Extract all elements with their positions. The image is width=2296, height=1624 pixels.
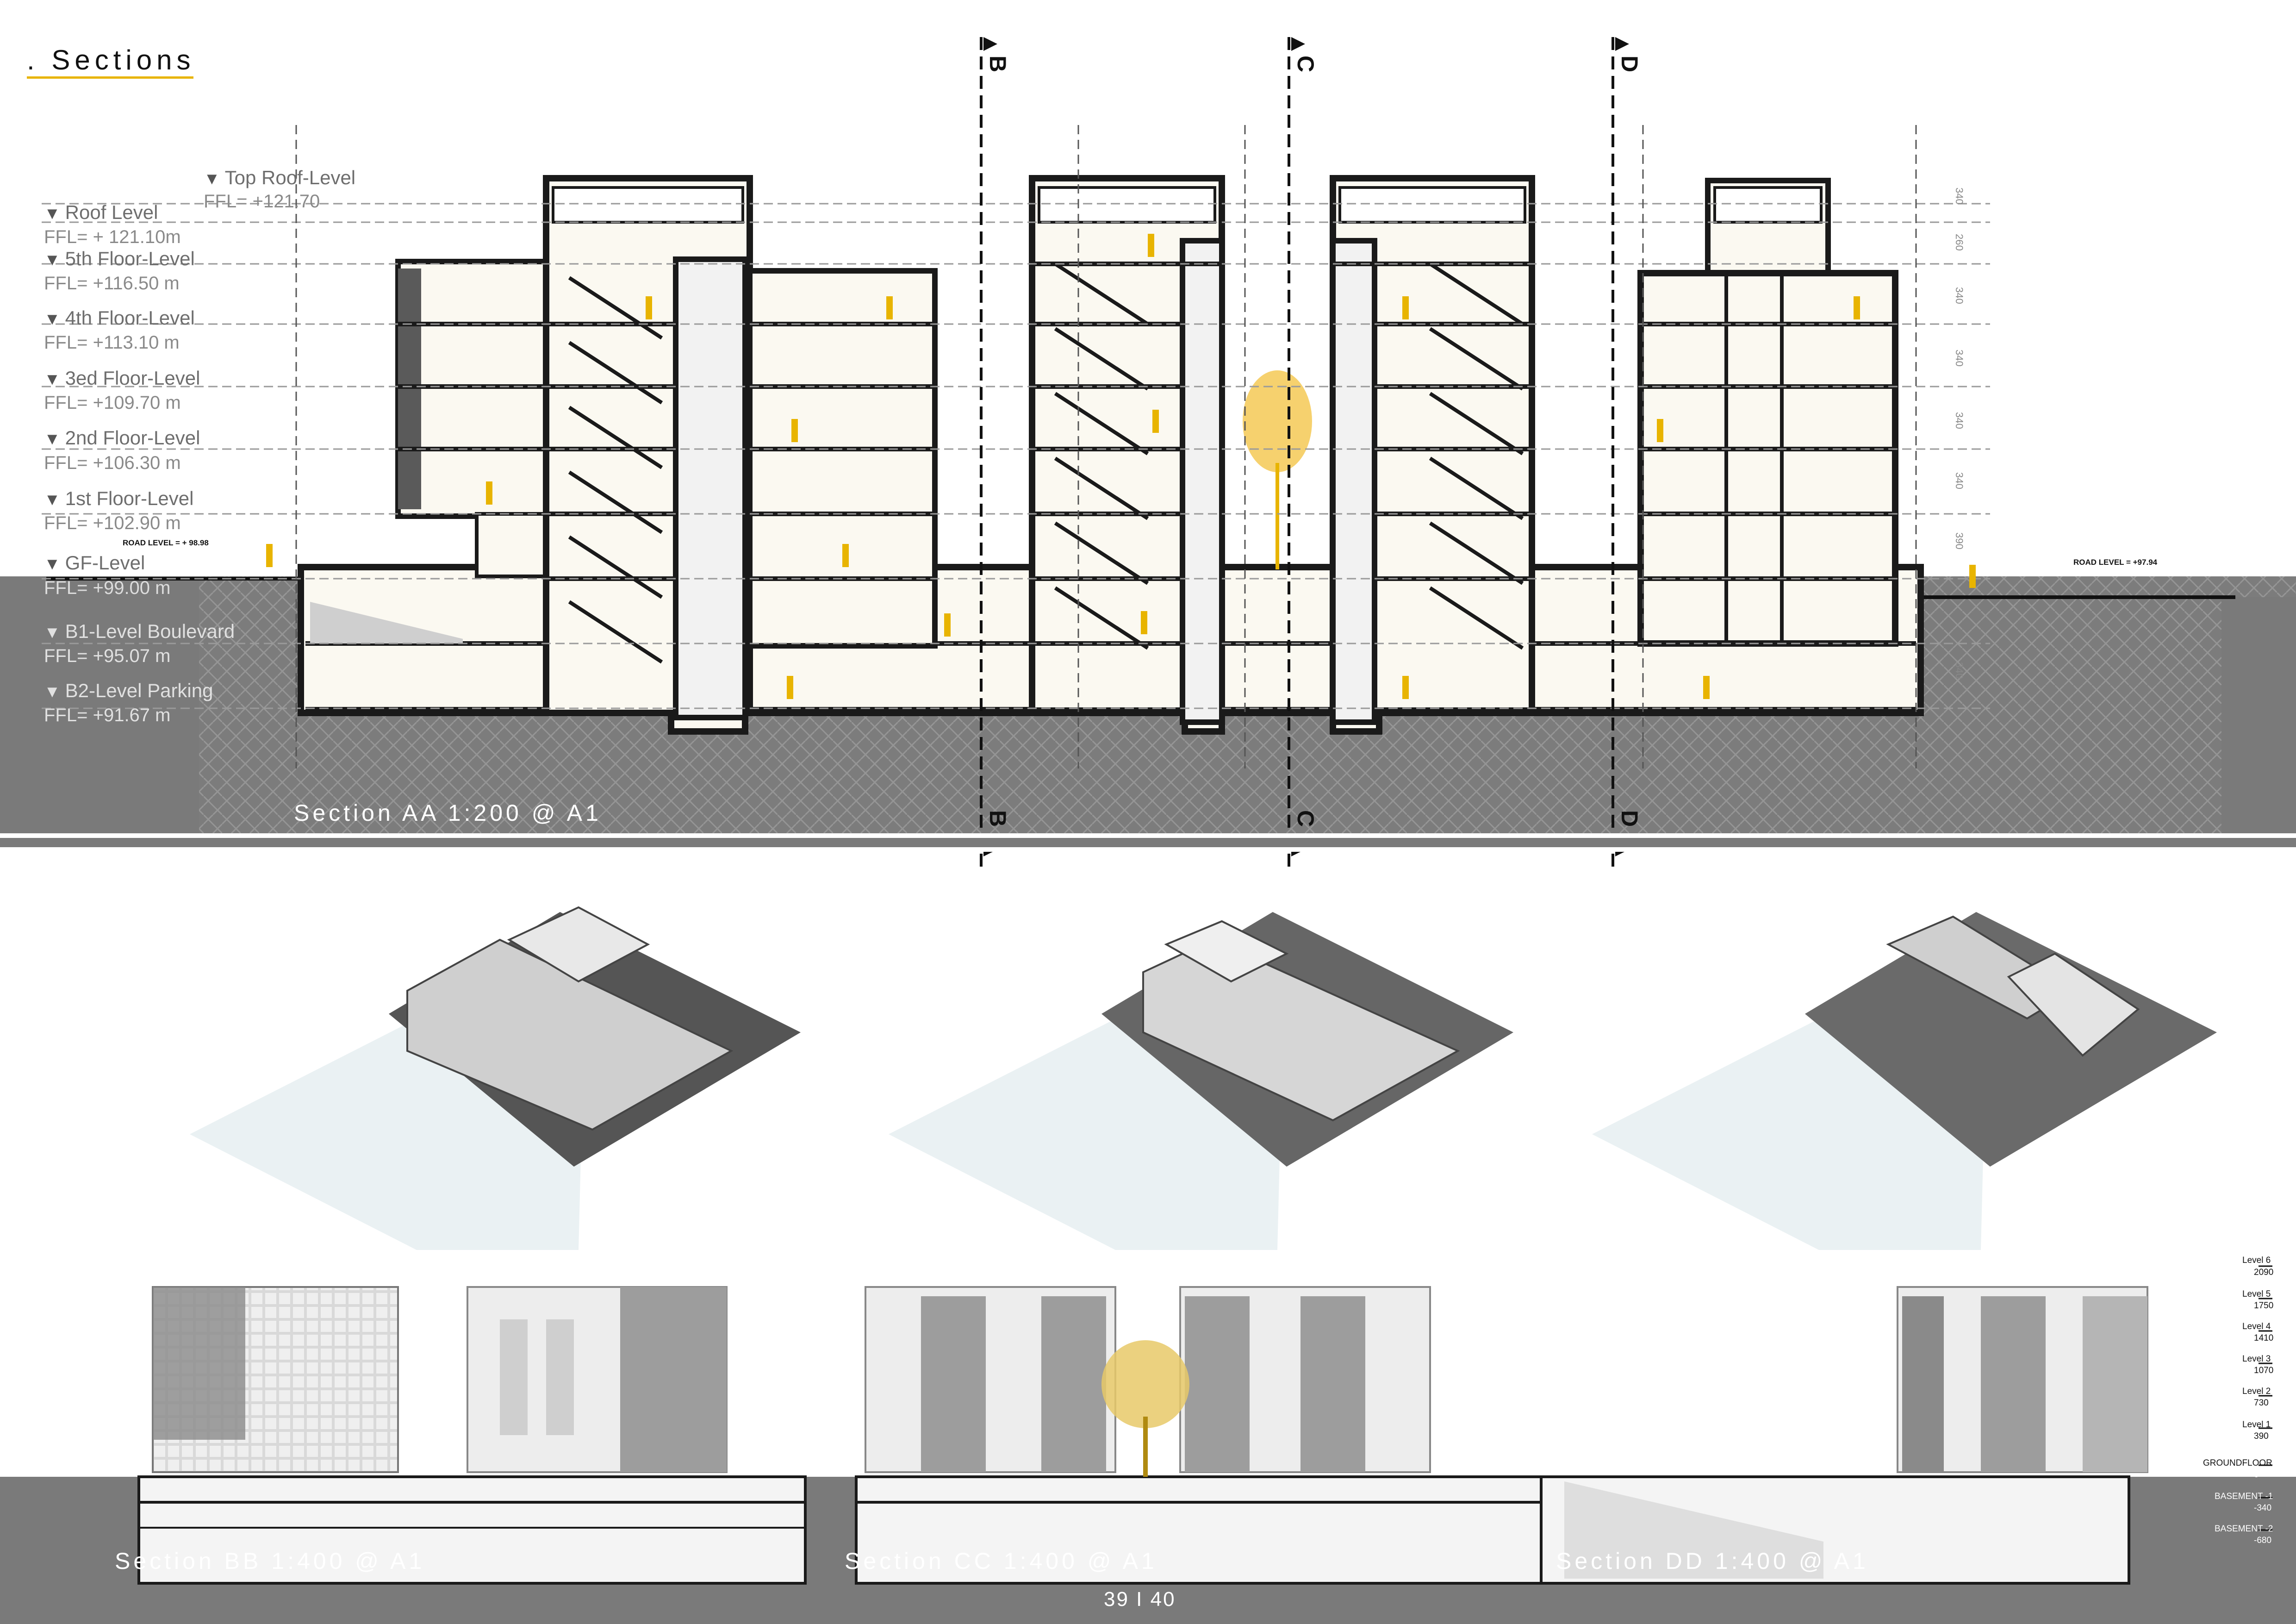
cut-marker-d-bottom: D [1617,810,1643,827]
level-name: ▼ 2nd Floor-Level [44,427,200,449]
level-ffl: FFL= +102.90 m [44,513,181,533]
level-ffl: FFL= +109.70 m [44,393,181,413]
cut-marker-c-bottom: C [1293,810,1319,827]
courtyard-tree [1243,370,1312,472]
elevator-shaft-1 [673,256,748,720]
block4 [1637,270,1898,647]
right-level-value: 0 [2254,1470,2259,1480]
dimension: 340 [1954,187,1965,205]
right-level-value: 1070 [2254,1366,2274,1375]
axonometric-views [190,906,2217,1250]
cut-marker-b-top: B [985,56,1011,73]
level-name: ▼ B1-Level Boulevard [44,620,235,642]
dimension: 340 [1954,472,1965,489]
dimension: 260 [1954,234,1965,251]
dimension: 340 [1954,287,1965,304]
block1-right [747,268,938,649]
right-level-value: -680 [2254,1536,2272,1545]
road-level-right: ROAD LEVEL = +97.94 [2073,558,2158,567]
right-level-value: 2090 [2254,1268,2274,1277]
right-level-value: 730 [2254,1398,2269,1408]
level-ffl: FFL= +121.70 [204,191,320,212]
cut-marker-d-top: D [1617,56,1643,73]
right-level-value: -340 [2254,1503,2272,1513]
dimension: 340 [1954,412,1965,429]
right-level-value: 1750 [2254,1301,2274,1311]
page-title: . Sections [27,44,195,75]
right-level-name: Level 5 [2242,1289,2271,1299]
level-ffl: FFL= +106.30 m [44,453,181,473]
right-level-name: Level 1 [2242,1420,2271,1430]
level-name: ▼ Top Roof-Level [204,167,356,188]
ramp [310,602,463,643]
people-figures [266,234,1976,699]
cut-marker-b-bottom: B [985,810,1011,827]
level-name: ▼ B2-Level Parking [44,680,213,701]
right-level-name: Level 3 [2242,1354,2271,1364]
level-name: ▼ GF-Level [44,552,145,574]
right-level-name: Level 6 [2242,1255,2271,1265]
road-level-left: ROAD LEVEL = + 98.98 [123,538,209,547]
title-underline [27,76,193,79]
level-ffl: FFL= +113.10 m [44,332,180,353]
courtyard-tree-cc [1101,1340,1189,1428]
level-name: ▼ 1st Floor-Level [44,487,194,509]
right-level-name: Level 2 [2242,1387,2271,1396]
section-bb-caption: Section BB 1:400 @ A1 [115,1548,425,1574]
section-aa-caption: Section AA 1:200 @ A1 [294,800,602,826]
cut-marker-c-top: C [1293,56,1319,73]
right-level-value: 390 [2254,1431,2269,1441]
right-level-name: Level 4 [2242,1322,2271,1331]
dimension: 390 [1954,532,1965,550]
level-ffl: FFL= +99.00 m [44,578,171,598]
dimension: 340 [1954,350,1965,367]
right-level-name: BASEMENT -1 [2215,1492,2273,1501]
elevator-shaft-2 [1180,238,1225,725]
page-number: 39 I 40 [1104,1588,1176,1611]
level-name: ▼ 4th Floor-Level [44,307,195,329]
level-lines [42,203,1990,709]
level-ffl: FFL= +116.50 m [44,273,180,294]
cut-lines [980,37,1614,870]
right-level-name: BASEMENT -2 [2215,1524,2273,1534]
level-ffl: FFL= +91.67 m [44,705,171,725]
level-ffl: FFL= + 121.10m [44,227,181,247]
section-cc-caption: Section CC 1:400 @ A1 [845,1548,1157,1574]
level-name: ▼ 5th Floor-Level [44,248,195,269]
elevator-shaft-3 [1330,238,1377,725]
right-level-name: GROUNDFLOOR [2203,1458,2272,1468]
level-name: ▼ 3ed Floor-Level [44,367,200,389]
section-dd-caption: Section DD 1:400 @ A1 [1556,1548,1869,1574]
section-aa-drawing [0,37,2296,870]
level-name: ▼ Roof Level [44,201,158,223]
right-level-value: 1410 [2254,1333,2274,1343]
bottom-sections [0,1265,2296,1624]
level-ffl: FFL= +95.07 m [44,646,171,666]
dimension: 340 [1954,662,1965,679]
